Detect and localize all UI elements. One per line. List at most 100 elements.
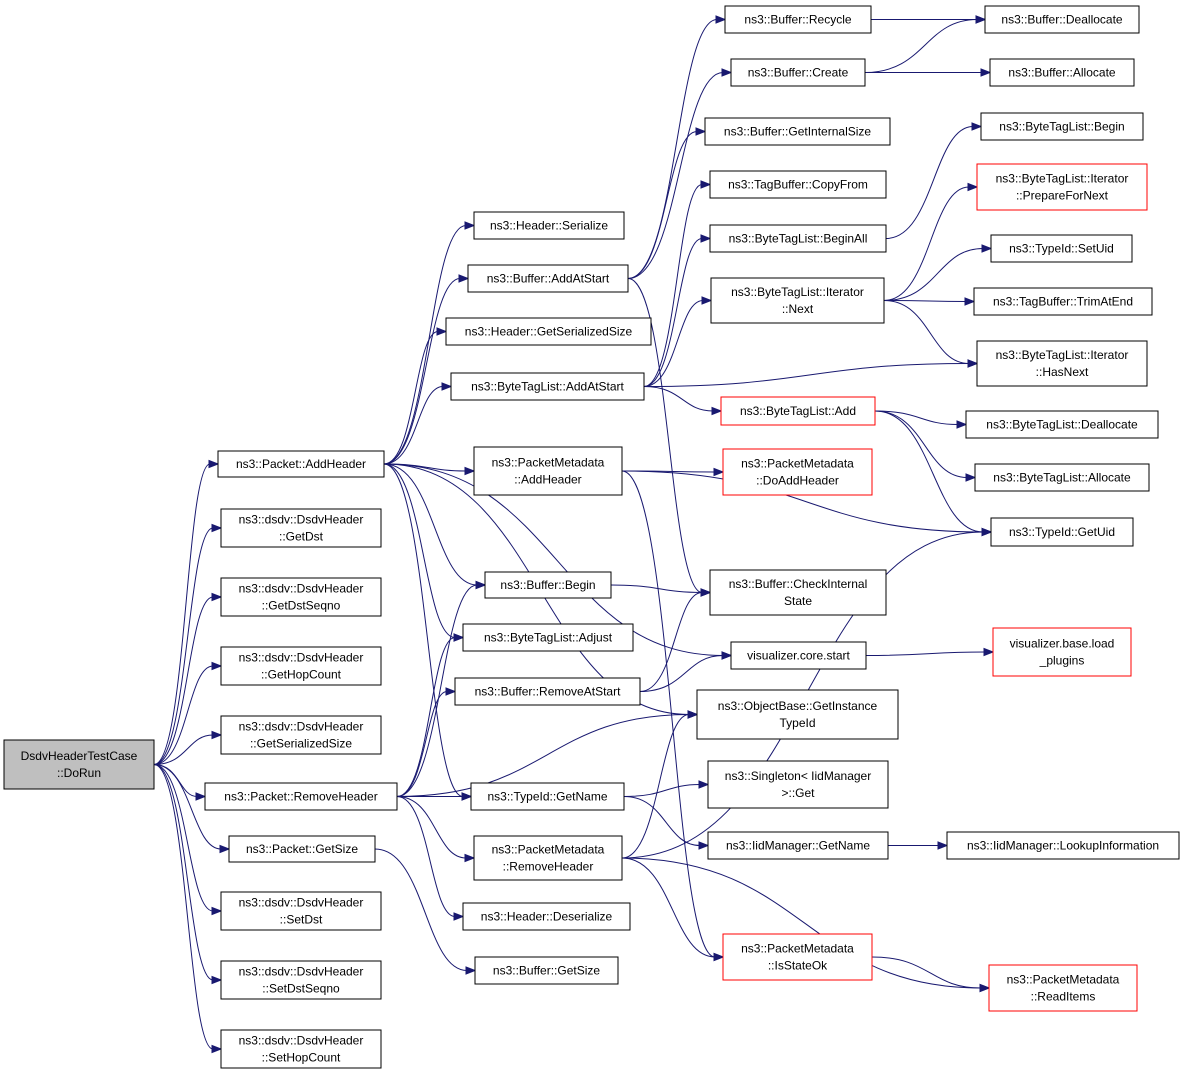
node-pkt_getsize[interactable]: ns3::Packet::GetSize (228, 835, 376, 863)
node-label: ns3::IidManager::LookupInformation (967, 839, 1159, 853)
node-label: ::SetDstSeqno (262, 982, 340, 996)
edge-pkt_addhdr-to-hdr_getser (383, 327, 448, 465)
edge-pm_remhdr-to-pm_isstateok (621, 857, 725, 962)
node-singleton_get[interactable]: ns3::Singleton< IidManager>::Get (707, 760, 889, 809)
node-box (974, 463, 1150, 492)
node-box (3, 739, 155, 790)
edge-buf_remstart-to-vis_start (639, 651, 733, 692)
node-dsdv_getser[interactable]: ns3::dsdv::DsdvHeader::GetSerializedSize (220, 715, 382, 755)
node-buf_getsize[interactable]: ns3::Buffer::GetSize (474, 956, 619, 985)
node-pm_doadd[interactable]: ns3::PacketMetadata::DoAddHeader (722, 448, 873, 496)
node-typeid_getname[interactable]: ns3::TypeId::GetName (470, 782, 625, 811)
node-buf_alloc[interactable]: ns3::Buffer::Allocate (989, 58, 1135, 87)
node-pm_isstateok[interactable]: ns3::PacketMetadata::IsStateOk (722, 933, 873, 981)
function-nodes: DsdvHeaderTestCase::DoRun ns3::Packet::Ad… (3, 5, 1180, 1069)
node-box (473, 211, 625, 240)
node-dsdv_setdst[interactable]: ns3::dsdv::DsdvHeader::SetDst (220, 891, 382, 931)
node-buf_recycle[interactable]: ns3::Buffer::Recycle (724, 5, 872, 34)
node-label: ::GetSerializedSize (250, 737, 352, 751)
node-btl_dealloc[interactable]: ns3::ByteTagList::Deallocate (965, 410, 1159, 439)
node-buf_remstart[interactable]: ns3::Buffer::RemoveAtStart (454, 677, 641, 706)
node-pm_addhdr[interactable]: ns3::PacketMetadata::AddHeader (473, 446, 623, 496)
node-btl_it_prep[interactable]: ns3::ByteTagList::Iterator::PrepareForNe… (976, 163, 1148, 211)
node-tag_trim[interactable]: ns3::TagBuffer::TrimAtEnd (973, 287, 1153, 316)
node-buf_dealloc[interactable]: ns3::Buffer::Deallocate (984, 5, 1140, 34)
edge-pkt_remhdr-to-hdr_deser (396, 796, 465, 921)
call-edges (153, 15, 995, 1054)
edge-pkt_addhdr-to-btl_adjust (383, 463, 465, 642)
node-vis_load[interactable]: visualizer.base.load _plugins (992, 627, 1132, 677)
node-vis_start[interactable]: visualizer.core.start (730, 641, 867, 670)
node-hdr_deser[interactable]: ns3::Header::Deserialize (462, 902, 631, 931)
edge-root-to-dsdv_getdstseq (153, 592, 223, 765)
edge-btl_add-to-typeid_getuid (874, 410, 993, 537)
node-label: ns3::PacketMetadata (492, 456, 605, 470)
node-box (980, 112, 1144, 141)
node-dsdv_getdstseq[interactable]: ns3::dsdv::DsdvHeader::GetDstSeqno (220, 577, 382, 617)
node-hdr_getser[interactable]: ns3::Header::GetSerializedSize (445, 317, 652, 346)
node-dsdv_gethop[interactable]: ns3::dsdv::DsdvHeader::GetHopCount (220, 646, 382, 686)
node-box (220, 715, 382, 755)
node-label: ns3::Buffer::CheckInternal (729, 577, 868, 591)
node-box (450, 372, 645, 401)
edge-pkt_remhdr-to-buf_remstart (396, 687, 457, 797)
node-box (707, 760, 889, 809)
node-label: ns3::PacketMetadata (741, 942, 854, 956)
node-btl_beginall[interactable]: ns3::ByteTagList::BeginAll (709, 224, 887, 253)
node-typeid_getuid[interactable]: ns3::TypeId::GetUid (990, 517, 1134, 547)
node-box (709, 170, 887, 199)
node-dsdv_getdst[interactable]: ns3::dsdv::DsdvHeader::GetDst (220, 508, 382, 548)
node-buf_addatstart[interactable]: ns3::Buffer::AddAtStart (467, 264, 629, 293)
node-label: ns3::IidManager::GetName (726, 839, 870, 853)
node-pkt_remhdr[interactable]: ns3::Packet::RemoveHeader (204, 782, 398, 811)
edge-buf_create-to-buf_dealloc (864, 15, 987, 73)
edge-buf_addatstart-to-buf_recycle (627, 15, 727, 279)
node-hdr_serialize[interactable]: ns3::Header::Serialize (473, 211, 625, 240)
node-btl_alloc[interactable]: ns3::ByteTagList::Allocate (974, 463, 1150, 492)
node-iid_getname[interactable]: ns3::IidManager::GetName (707, 831, 889, 860)
node-pkt_addhdr[interactable]: ns3::Packet::AddHeader (217, 450, 385, 478)
node-label: ns3::ByteTagList::AddAtStart (471, 380, 624, 394)
node-label: ns3::ByteTagList::Adjust (484, 631, 613, 645)
node-buf_begin[interactable]: ns3::Buffer::Begin (484, 571, 612, 599)
node-label: ns3::ByteTagList::Iterator (731, 285, 864, 299)
edge-root-to-dsdv_gethop (153, 661, 223, 765)
edge-buf_addatstart-to-buf_getint (627, 127, 707, 279)
node-label: ns3::Buffer::GetSize (493, 964, 600, 978)
node-root[interactable]: DsdvHeaderTestCase::DoRun (3, 739, 155, 790)
node-pm_remhdr[interactable]: ns3::PacketMetadata::RemoveHeader (473, 835, 623, 881)
node-btl_it_next[interactable]: ns3::ByteTagList::Iterator::Next (710, 277, 885, 324)
node-box (220, 891, 382, 931)
edge-pkt_getsize-to-buf_getsize (374, 848, 477, 975)
node-box (990, 517, 1134, 547)
node-dsdv_setdstseq[interactable]: ns3::dsdv::DsdvHeader::SetDstSeqno (220, 960, 382, 1000)
node-label: ::GetHopCount (261, 668, 342, 682)
node-tag_copy[interactable]: ns3::TagBuffer::CopyFrom (709, 170, 887, 199)
node-label: ns3::Packet::GetSize (246, 842, 358, 856)
edge-btl_it_next-to-btl_it_hasnext (883, 300, 979, 368)
node-label: ns3::dsdv::DsdvHeader (239, 582, 364, 596)
node-iid_lookup[interactable]: ns3::IidManager::LookupInformation (946, 831, 1180, 860)
node-label: ns3::TagBuffer::CopyFrom (728, 178, 868, 192)
node-btl_it_hasnext[interactable]: ns3::ByteTagList::Iterator::HasNext (976, 340, 1148, 387)
node-box (730, 58, 866, 87)
node-btl_add[interactable]: ns3::ByteTagList::Add (720, 396, 876, 426)
node-buf_create[interactable]: ns3::Buffer::Create (730, 58, 866, 87)
node-dsdv_sethop[interactable]: ns3::dsdv::DsdvHeader::SetHopCount (220, 1029, 382, 1069)
node-buf_getint[interactable]: ns3::Buffer::GetInternalSize (704, 117, 891, 146)
node-box (462, 902, 631, 931)
edge-typeid_getname-to-iid_getname (623, 796, 710, 850)
node-label: _plugins (1039, 654, 1085, 668)
node-typeid_setuid[interactable]: ns3::TypeId::SetUid (990, 234, 1133, 263)
node-btl_adjust[interactable]: ns3::ByteTagList::Adjust (462, 623, 634, 652)
node-btl_begin[interactable]: ns3::ByteTagList::Begin (980, 112, 1144, 141)
node-label: ns3::Buffer::Create (748, 66, 849, 80)
node-label: ns3::dsdv::DsdvHeader (239, 720, 364, 734)
node-pm_readitems[interactable]: ns3::PacketMetadata::ReadItems (988, 964, 1138, 1012)
node-box (710, 277, 885, 324)
node-box (217, 450, 385, 478)
node-label: visualizer.base.load (1010, 637, 1115, 651)
node-btl_addatstart[interactable]: ns3::ByteTagList::AddAtStart (450, 372, 645, 401)
